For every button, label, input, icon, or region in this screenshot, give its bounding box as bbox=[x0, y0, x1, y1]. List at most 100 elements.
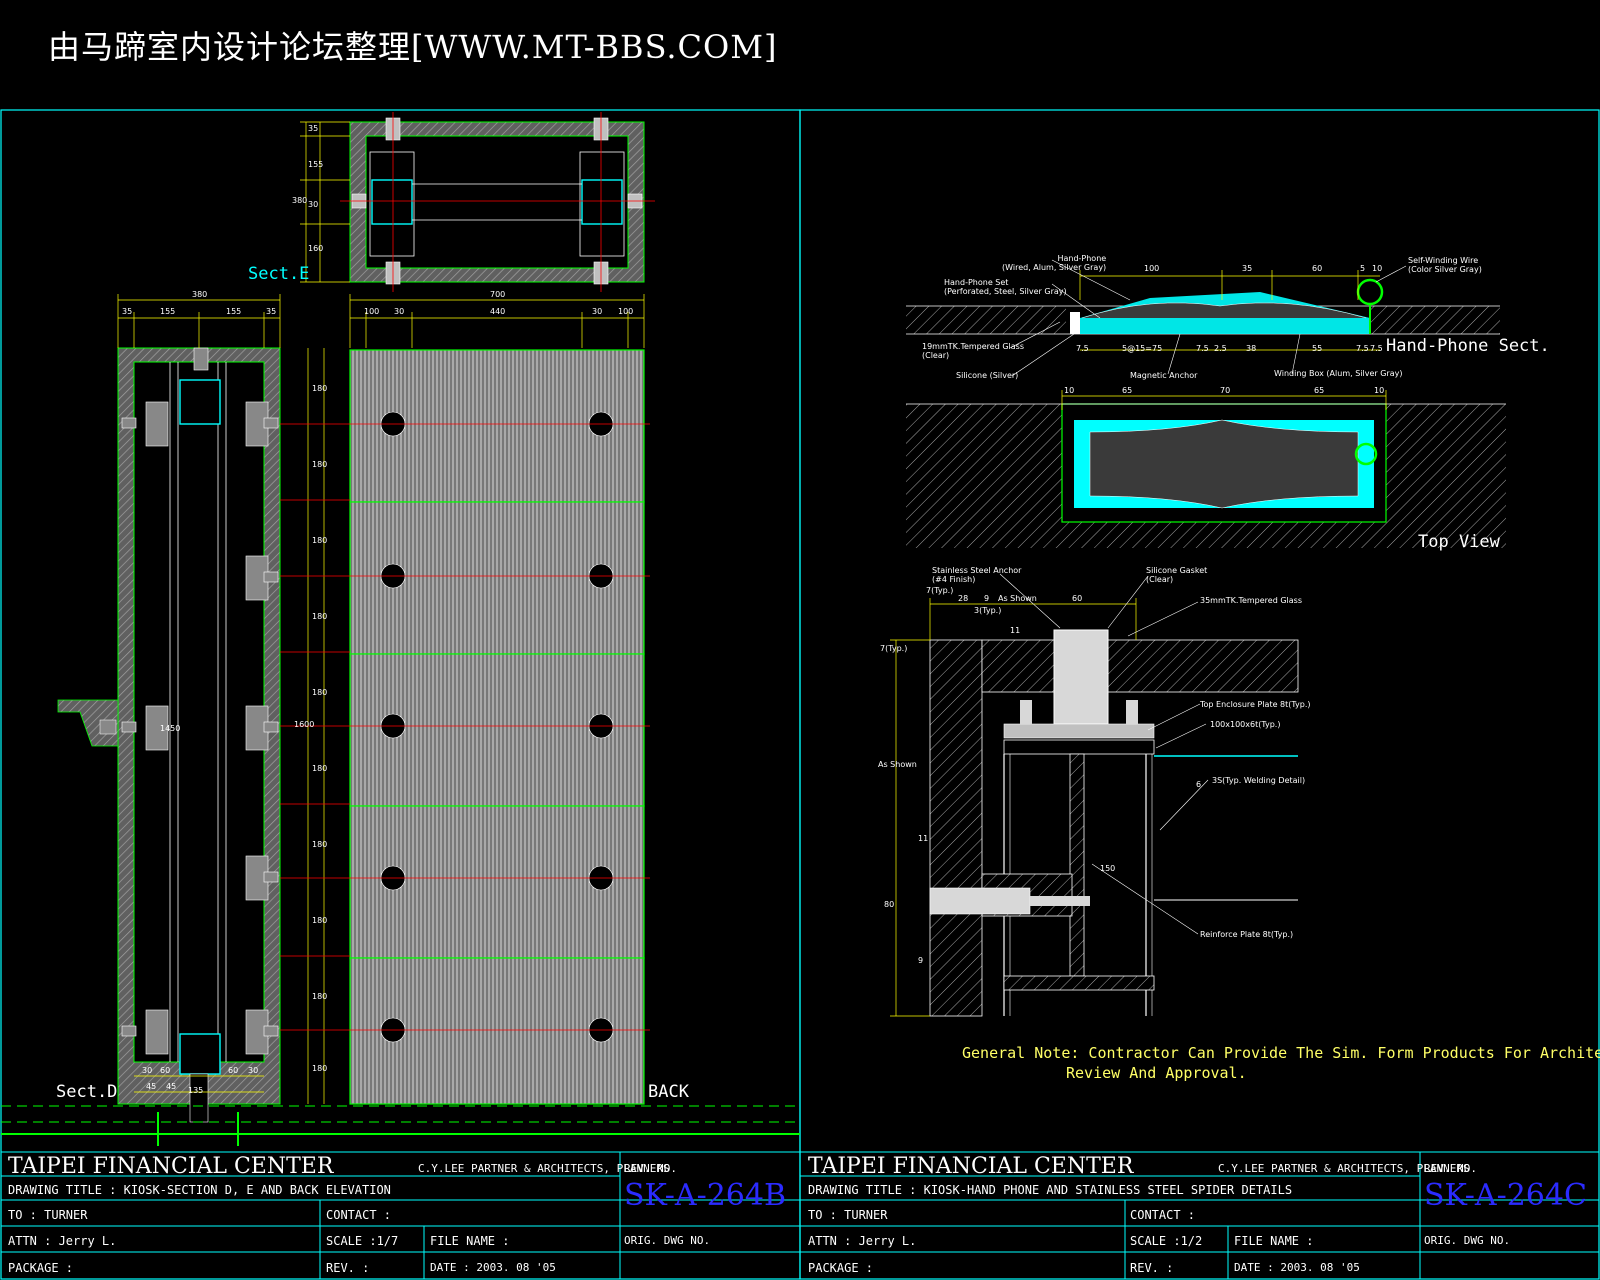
section-e bbox=[340, 112, 655, 292]
dim-bot-f: 30 bbox=[248, 1066, 259, 1075]
label-sect-e: Sect.E bbox=[248, 264, 310, 284]
dim-sp-g: 11 bbox=[1010, 626, 1021, 635]
right-drawing-title: DRAWING TITLE : KIOSK-HAND PHONE AND STA… bbox=[808, 1183, 1293, 1197]
right-rev: REV. : bbox=[1130, 1261, 1174, 1275]
dim-h-seg-8: 180 bbox=[312, 916, 328, 925]
dim-hp-j: 38 bbox=[1246, 344, 1257, 353]
dim-bot-b: 60 bbox=[160, 1066, 171, 1075]
dim-sp-d: As Shown bbox=[998, 594, 1037, 603]
ann-glass-35: 35mmTK.Tempered Glass bbox=[1200, 596, 1302, 605]
back-elevation bbox=[280, 349, 650, 1105]
dim-tv-e: 10 bbox=[1374, 386, 1385, 395]
ann-gasket: Silicone Gasket(Clear) bbox=[1146, 566, 1208, 584]
ann-silicone: Silicone (Silver) bbox=[956, 371, 1019, 380]
left-scale: SCALE :1/7 bbox=[326, 1234, 399, 1248]
left-orig-dwg: ORIG. DWG NO. bbox=[624, 1234, 711, 1247]
right-orig-dwg: ORIG. DWG NO. bbox=[1424, 1234, 1511, 1247]
dim-sp-n: 150 bbox=[1100, 864, 1116, 873]
hand-phone-section bbox=[906, 278, 1500, 335]
right-rev-no-label: REV. NO. bbox=[1424, 1162, 1477, 1175]
leader-lines bbox=[999, 259, 1407, 935]
dim-back-e: 100 bbox=[618, 307, 634, 316]
dim-back-a: 100 bbox=[364, 307, 380, 316]
dim-sp-f: 3(Typ.) bbox=[974, 606, 1002, 615]
dim-sp-i: As Shown bbox=[878, 760, 917, 769]
dim-h-seg-1: 180 bbox=[312, 384, 328, 393]
dim-tv-c: 70 bbox=[1220, 386, 1231, 395]
dim-e-d: 160 bbox=[308, 244, 324, 253]
top-view bbox=[906, 403, 1506, 548]
section-d bbox=[57, 347, 281, 1123]
dim-bot-c: 45 bbox=[146, 1082, 157, 1091]
ann-weld: 3S(Typ. Welding Detail) bbox=[1212, 776, 1306, 785]
dim-tv-a: 10 bbox=[1064, 386, 1075, 395]
dim-hp-f: 7.5 bbox=[1076, 344, 1089, 353]
dim-hp-e: 10 bbox=[1372, 264, 1383, 273]
dim-e-a: 35 bbox=[308, 124, 319, 133]
dim-h-seg-5: 180 bbox=[312, 688, 328, 697]
left-file-name: FILE NAME : bbox=[430, 1234, 510, 1248]
left-attn: ATTN : Jerry L. bbox=[8, 1234, 117, 1248]
left-rev-no-label: REV. NO. bbox=[624, 1162, 677, 1175]
dim-bot-e: 60 bbox=[228, 1066, 239, 1075]
dim-h-seg-10: 180 bbox=[312, 1064, 328, 1073]
dim-sp-b: 28 bbox=[958, 594, 969, 603]
dim-h-seg-4: 180 bbox=[312, 612, 328, 621]
right-rev-number: SK-A-264C bbox=[1424, 1178, 1587, 1213]
left-rev-number: SK-A-264B bbox=[624, 1178, 787, 1213]
ann-self-winding: Self-Winding Wire(Color Silver Gray) bbox=[1408, 256, 1482, 274]
dim-e-c: 30 bbox=[308, 200, 319, 209]
right-file-name: FILE NAME : bbox=[1234, 1234, 1314, 1248]
right-date: DATE : 2003. 08 '05 bbox=[1234, 1261, 1360, 1274]
dim-back-total: 700 bbox=[490, 290, 506, 299]
dim-sp-h: 7(Typ.) bbox=[880, 644, 908, 653]
dim-h-seg-7: 180 bbox=[312, 840, 328, 849]
dim-h-seg-3: 180 bbox=[312, 536, 328, 545]
title-block-lines bbox=[0, 1151, 1600, 1280]
dim-sp-k: 80 bbox=[884, 900, 895, 909]
dim-top-c: 155 bbox=[226, 307, 242, 316]
ann-ss-anchor: Stainless Steel Anchor(#4 Finish) bbox=[932, 566, 1022, 584]
dims-e bbox=[300, 121, 645, 348]
dim-hp-i: 2.5 bbox=[1214, 344, 1227, 353]
ann-glass-19: 19mmTK.Tempered Glass(Clear) bbox=[922, 342, 1024, 360]
dim-hp-k: 55 bbox=[1312, 344, 1323, 353]
right-attn: ATTN : Jerry L. bbox=[808, 1234, 917, 1248]
dim-h-seg-9: 180 bbox=[312, 992, 328, 1001]
floor-lines bbox=[1, 1105, 800, 1146]
dim-tv-d: 65 bbox=[1314, 386, 1325, 395]
dim-bot-g: 135 bbox=[188, 1086, 204, 1095]
spider-detail bbox=[929, 629, 1299, 1017]
tv-dims bbox=[1061, 390, 1387, 410]
dim-back-d: 30 bbox=[592, 307, 603, 316]
ann-top-plate: Top Enclosure Plate 8t(Typ.) bbox=[1200, 700, 1311, 709]
left-firm: C.Y.LEE PARTNER & ARCHITECTS, PLANNERS bbox=[418, 1162, 670, 1175]
dim-sp-a: 7(Typ.) bbox=[926, 586, 954, 595]
label-top-view: Top View bbox=[1418, 532, 1500, 552]
right-package: PACKAGE : bbox=[808, 1261, 874, 1275]
dim-hp-b: 35 bbox=[1242, 264, 1253, 273]
dim-hp-g: 5@15=75 bbox=[1122, 344, 1163, 353]
dim-bot-a: 30 bbox=[142, 1066, 153, 1075]
left-date: DATE : 2003. 08 '05 bbox=[430, 1261, 556, 1274]
ann-hand-phone: Hand-Phone(Wired, Alum, Silver Gray) bbox=[1002, 254, 1107, 272]
dim-e-total: 380 bbox=[292, 196, 308, 205]
dim-e-b: 155 bbox=[308, 160, 324, 169]
left-project-title: TAIPEI FINANCIAL CENTER bbox=[8, 1154, 334, 1179]
banner-title: 由马蹄室内设计论坛整理[WWW.MT-BBS.COM] bbox=[48, 28, 778, 66]
ann-magnetic: Magnetic Anchor bbox=[1130, 371, 1198, 380]
right-project-title: TAIPEI FINANCIAL CENTER bbox=[808, 1154, 1134, 1179]
dim-tv-b: 65 bbox=[1122, 386, 1133, 395]
dim-height-total: 1600 bbox=[294, 720, 315, 729]
dim-bot-d: 45 bbox=[166, 1082, 177, 1091]
label-sect-d: Sect.D bbox=[56, 1082, 118, 1102]
dim-top-a: 35 bbox=[122, 307, 133, 316]
dim-top-total: 380 bbox=[192, 290, 208, 299]
dim-hp-l: 7.5 bbox=[1356, 344, 1369, 353]
dim-hp-m: 7.5 bbox=[1370, 344, 1383, 353]
right-contact: CONTACT : bbox=[1130, 1208, 1196, 1222]
dim-h-seg-6: 180 bbox=[312, 764, 328, 773]
ann-hand-phone-set: Hand-Phone Set(Perforated, Steel, Silver… bbox=[944, 278, 1067, 296]
general-note-line-2: Review And Approval. bbox=[1066, 1064, 1247, 1082]
